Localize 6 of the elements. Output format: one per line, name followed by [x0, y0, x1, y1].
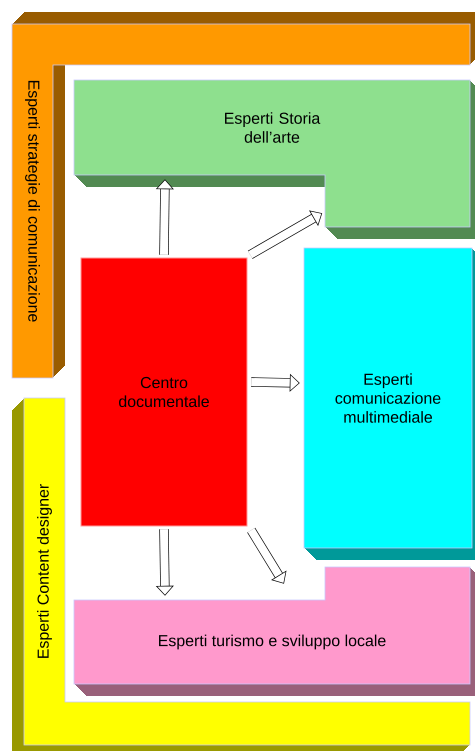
rectangle-block: Esperti comunicazione multimediale [304, 248, 475, 560]
block-arrow [247, 528, 287, 584]
l-shaped-block: Esperti Storia dell’arte [74, 80, 475, 239]
l-shaped-block: Esperti turismo e sviluppo locale [74, 566, 475, 696]
block-arrow [248, 210, 322, 259]
rectangle-block: Centro documentale [80, 258, 248, 526]
